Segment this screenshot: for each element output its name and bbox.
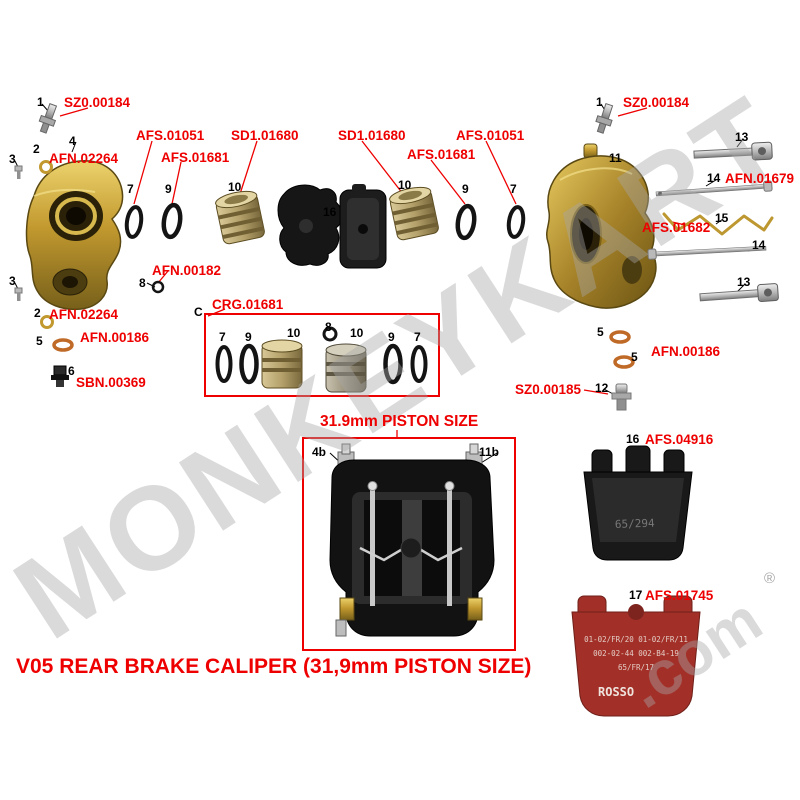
part-number-10-kit-1: 10 bbox=[287, 326, 301, 340]
part-number-7-row-right: 7 bbox=[510, 182, 517, 196]
repair-kit-parts bbox=[215, 326, 428, 393]
copper-washer-5-right-2 bbox=[613, 355, 635, 369]
part-code-afs-04916: AFS.04916 bbox=[645, 432, 714, 447]
part-number-6: 6 bbox=[68, 364, 75, 378]
part-number-7-kit-2: 7 bbox=[414, 330, 421, 344]
part-code-afs-01681-left: AFS.01681 bbox=[161, 150, 230, 165]
o-ring-9-right bbox=[455, 203, 477, 241]
part-number-2-bottom: 2 bbox=[34, 306, 41, 320]
pad-17-brand: ROSSO bbox=[598, 685, 634, 699]
part-number-7-kit-1: 7 bbox=[219, 330, 226, 344]
pad-pin-14-bottom bbox=[647, 245, 767, 260]
part-number-16-right: 16 bbox=[626, 432, 640, 446]
piston-10-left bbox=[215, 190, 265, 245]
part-number-4b: 4b bbox=[312, 445, 327, 459]
part-code-afs-01745: AFS.01745 bbox=[645, 588, 714, 603]
part-number-9-row-right: 9 bbox=[462, 182, 469, 196]
caliper-half-right bbox=[546, 143, 657, 309]
repair-kit-box bbox=[204, 313, 440, 397]
part-number-5-right-1: 5 bbox=[597, 325, 604, 339]
o-ring-9-left bbox=[161, 202, 183, 240]
part-number-13-bottom: 13 bbox=[737, 275, 751, 289]
part-number-9-kit-1: 9 bbox=[245, 330, 252, 344]
bleeder-screw-left bbox=[38, 103, 58, 134]
banjo-bolt-6 bbox=[51, 365, 69, 387]
bleeder-cap-12 bbox=[611, 383, 632, 411]
brake-pad-16: 65/294 bbox=[583, 445, 693, 561]
part-number-10-kit-2: 10 bbox=[350, 326, 364, 340]
spring-clip-15 bbox=[662, 212, 774, 236]
o-ring-8-left bbox=[151, 280, 165, 294]
part-number-12: 12 bbox=[595, 381, 609, 395]
part-code-afs-01051-right: AFS.01051 bbox=[456, 128, 525, 143]
screw-3-top bbox=[14, 165, 23, 179]
part-code-sz0-00185: SZ0.00185 bbox=[515, 382, 582, 397]
part-code-afs-01681-right: AFS.01681 bbox=[407, 147, 476, 162]
part-number-15: 15 bbox=[715, 211, 729, 225]
assembled-caliper bbox=[329, 443, 495, 637]
pad-17-stamp-line1: 01-02/FR/20 01-02/FR/11 bbox=[584, 635, 688, 644]
washer-2-top bbox=[39, 160, 53, 174]
part-number-4: 4 bbox=[69, 134, 76, 148]
part-number-16-center: 16 bbox=[323, 205, 337, 219]
part-code-sz0-00184-left: SZ0.00184 bbox=[64, 95, 131, 110]
part-number-8-left: 8 bbox=[139, 276, 146, 290]
part-number-10-row-right: 10 bbox=[398, 178, 412, 192]
brake-pad-17: 01-02/FR/20 01-02/FR/11 002-02-44 002-B4… bbox=[571, 595, 701, 717]
part-number-9-kit-2: 9 bbox=[388, 330, 395, 344]
piston-10-right bbox=[389, 186, 439, 241]
pad-16-stamp: 65/294 bbox=[615, 517, 656, 531]
part-code-afs-01682: AFS.01682 bbox=[642, 220, 711, 235]
page-title: V05 REAR BRAKE CALIPER (31,9mm PISTON SI… bbox=[16, 655, 532, 678]
part-code-afs-01051-left: AFS.01051 bbox=[136, 128, 205, 143]
part-code-afn-00186-left: AFN.00186 bbox=[80, 330, 150, 345]
pad-pin-14-top bbox=[655, 180, 773, 197]
washer-2-bottom bbox=[40, 315, 54, 329]
bolt-13-bottom bbox=[699, 283, 779, 303]
part-code-sz0-00184-right: SZ0.00184 bbox=[623, 95, 690, 110]
part-number-8-kit: 8 bbox=[325, 320, 332, 334]
assembled-caliper-box bbox=[302, 437, 516, 651]
part-number-5-left: 5 bbox=[36, 334, 43, 348]
piston-size-heading: 31.9mm PISTON SIZE bbox=[320, 413, 479, 430]
part-code-afn-02264-top: AFN.02264 bbox=[49, 151, 119, 166]
pad-17-stamp-line2: 002-02-44 002-B4-19 bbox=[593, 649, 679, 658]
part-code-sd1-01680-right: SD1.01680 bbox=[338, 128, 406, 143]
part-number-5-right-2: 5 bbox=[631, 350, 638, 364]
bleeder-screw-right bbox=[595, 102, 614, 134]
screw-3-bottom bbox=[14, 287, 23, 301]
caliper-half-left bbox=[25, 160, 124, 311]
part-code-afn-02264-bottom: AFN.02264 bbox=[49, 307, 119, 322]
part-code-sd1-01680-left: SD1.01680 bbox=[231, 128, 299, 143]
part-code-afn-01679: AFN.01679 bbox=[725, 171, 795, 186]
part-number-11: 11 bbox=[609, 151, 622, 165]
part-number-1-left: 1 bbox=[37, 95, 44, 109]
o-ring-7-left bbox=[124, 205, 144, 239]
part-number-14-bottom: 14 bbox=[752, 238, 766, 252]
copper-washer-5-right-1 bbox=[609, 330, 631, 344]
o-ring-7-right bbox=[506, 205, 526, 239]
brake-pads-16-center bbox=[277, 184, 387, 269]
part-number-10-row-left: 10 bbox=[228, 180, 242, 194]
part-code-afn-00186-right: AFN.00186 bbox=[651, 344, 721, 359]
part-number-c-kit: C bbox=[194, 305, 203, 319]
part-code-sbn-00369: SBN.00369 bbox=[76, 375, 146, 390]
bolt-13-top bbox=[693, 141, 773, 161]
copper-washer-5-left bbox=[52, 338, 74, 352]
part-number-7-row-left: 7 bbox=[127, 182, 134, 196]
part-number-9-row-left: 9 bbox=[165, 182, 172, 196]
part-code-afn-00182: AFN.00182 bbox=[152, 263, 222, 278]
part-number-1-right: 1 bbox=[596, 95, 603, 109]
part-number-11b: 11b bbox=[479, 445, 500, 459]
pad-17-stamp-line3: 65/FR/17 bbox=[618, 663, 654, 672]
part-number-14-top: 14 bbox=[707, 171, 721, 185]
part-number-3-top: 3 bbox=[9, 152, 16, 166]
part-number-3-bottom: 3 bbox=[9, 274, 16, 288]
part-number-13-top: 13 bbox=[735, 130, 749, 144]
part-number-2-top: 2 bbox=[33, 142, 40, 156]
part-number-17: 17 bbox=[629, 588, 643, 602]
part-code-crg-01681: CRG.01681 bbox=[212, 297, 284, 312]
